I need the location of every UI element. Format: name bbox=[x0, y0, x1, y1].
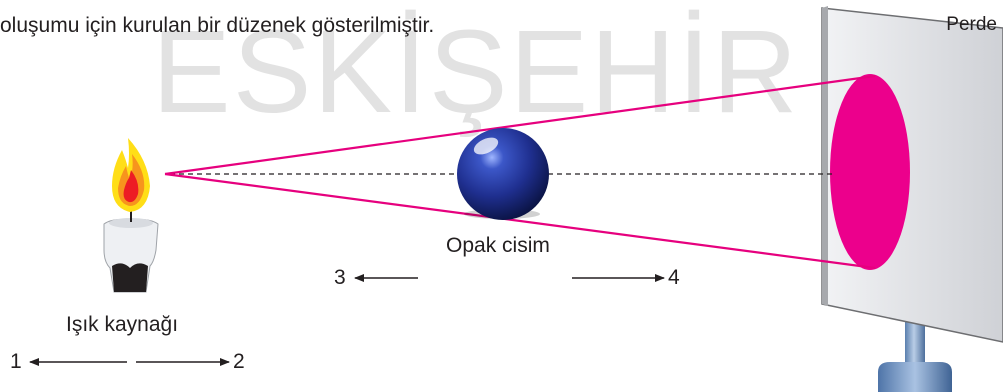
direction-label-1: 1 bbox=[10, 350, 22, 373]
flame bbox=[112, 138, 150, 212]
flame-inner bbox=[123, 170, 139, 203]
caption-text: oluşumu için kurulan bir düzenek gösteri… bbox=[0, 14, 435, 37]
shadow-on-screen bbox=[830, 74, 910, 270]
upper-ray bbox=[164, 74, 876, 176]
stand-pole bbox=[905, 320, 925, 374]
direction-label-2: 2 bbox=[233, 350, 245, 373]
lower-ray bbox=[164, 172, 876, 270]
screen-stand bbox=[878, 320, 952, 392]
ball bbox=[457, 128, 549, 220]
stand-base bbox=[878, 362, 952, 392]
direction-arrows bbox=[29, 274, 665, 366]
screen-edge bbox=[822, 6, 828, 306]
screen-label: Perde bbox=[946, 14, 997, 35]
opaque-object-label: Opak cisim bbox=[446, 234, 550, 257]
ball-highlight bbox=[473, 137, 499, 155]
opaque-object bbox=[457, 128, 549, 220]
candle-base bbox=[112, 263, 148, 292]
candle bbox=[103, 204, 159, 293]
direction-label-3: 3 bbox=[334, 266, 346, 289]
direction-label-4: 4 bbox=[668, 266, 680, 289]
candle-top bbox=[109, 218, 153, 228]
light-source-label: Işık kaynağı bbox=[66, 313, 179, 336]
watermark: ESKİŞEHİR bbox=[152, 6, 800, 138]
